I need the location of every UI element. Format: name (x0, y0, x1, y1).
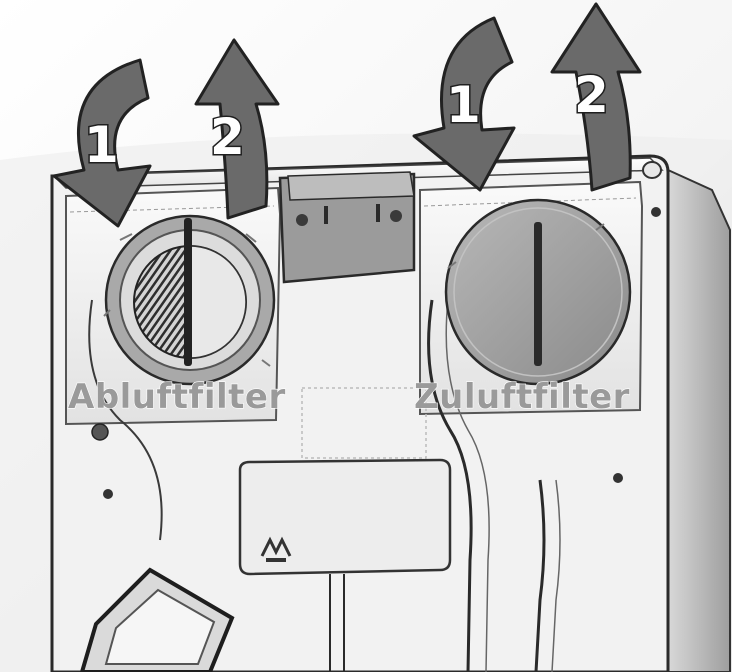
manufacturer-logo (260, 536, 292, 562)
mounting-screw-right (613, 473, 623, 483)
right-duct-inner (551, 479, 561, 672)
mounting-screw-top-right (651, 207, 661, 217)
exhaust-step-1-arrow: 1 (52, 58, 152, 228)
right-duct-outer (534, 479, 546, 672)
supply-filter-label: Zuluftfilter (414, 377, 630, 417)
exhaust-step-2-number: 2 (210, 108, 245, 166)
exhaust-filter-label: Abluftfilter (68, 377, 286, 417)
supply-step-1-arrow: 1 (412, 16, 516, 192)
exhaust-filter (103, 214, 276, 386)
supply-duct-inner (445, 299, 490, 672)
supply-filter (444, 198, 632, 386)
heat-exchanger-face (104, 588, 216, 665)
service-panel-outline (301, 387, 427, 459)
supply-duct-outer (427, 299, 473, 672)
exhaust-step-2-arrow: 2 (194, 38, 280, 220)
latch-screw-left (296, 214, 308, 226)
corner-knob (642, 161, 662, 179)
latch-slot-left (324, 206, 328, 224)
housing-side-panel (667, 168, 731, 672)
exhaust-step-1-number: 1 (84, 116, 119, 174)
supply-step-1-number: 1 (446, 76, 481, 134)
exhaust-filter-grip (184, 218, 192, 366)
control-box (238, 458, 452, 576)
latch-screw-right (390, 210, 402, 222)
supply-step-2-number: 2 (574, 66, 609, 124)
mounting-screw-upper-left (91, 423, 109, 441)
mounting-screw-lower-left (103, 489, 113, 499)
supply-filter-grip (534, 222, 542, 366)
left-duct-edge (88, 299, 163, 541)
latch-slot-right (376, 204, 380, 222)
supply-step-2-arrow: 2 (550, 2, 642, 192)
latch-top (287, 171, 415, 201)
